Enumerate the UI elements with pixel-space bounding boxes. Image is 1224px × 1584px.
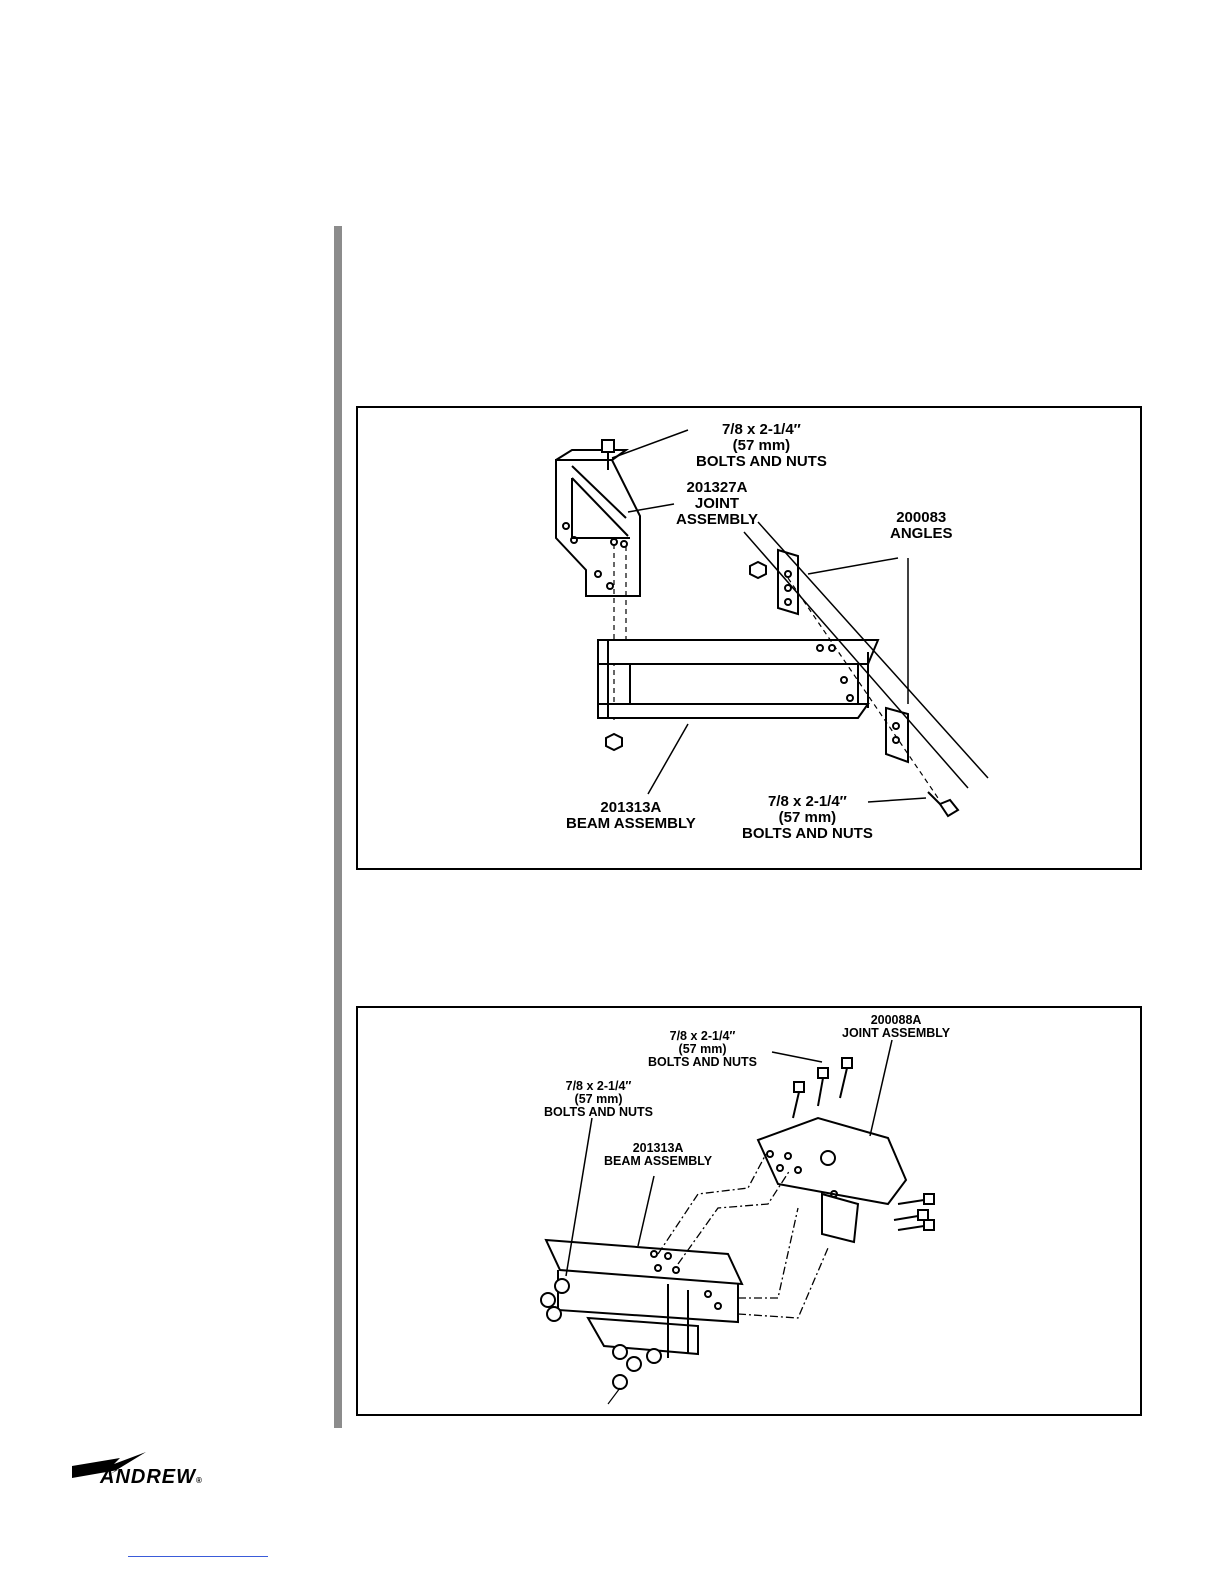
label-joint-assembly: 201327A JOINT ASSEMBLY <box>676 480 758 527</box>
label-line: 7/8 x 2-1/4″ <box>696 422 827 438</box>
label-line: 201327A <box>676 480 758 496</box>
label-line: 200083 <box>890 510 953 526</box>
label-line: BOLTS AND NUTS <box>648 1056 757 1069</box>
bolt-icon <box>793 1058 852 1118</box>
figure-joint-to-beam-assembly: 7/8 x 2-1/4″ (57 mm) BOLTS AND NUTS 2013… <box>356 406 1142 870</box>
label-beam-assembly: 201313A BEAM ASSEMBLY <box>566 800 696 832</box>
label-line: 7/8 x 2-1/4″ <box>742 794 873 810</box>
label-line: BOLTS AND NUTS <box>742 826 873 842</box>
beam-assembly-part <box>546 1240 742 1358</box>
label-line: JOINT <box>676 496 758 512</box>
label-bolts-left: 7/8 x 2-1/4″ (57 mm) BOLTS AND NUTS <box>544 1080 653 1119</box>
figure-beam-to-joint-plate-assembly: 200088A JOINT ASSEMBLY 7/8 x 2-1/4″ (57 … <box>356 1006 1142 1416</box>
nut-icon <box>750 562 766 578</box>
label-line: BEAM ASSEMBLY <box>604 1155 712 1168</box>
label-beam-assembly: 201313A BEAM ASSEMBLY <box>604 1142 712 1168</box>
footer-rule <box>128 1556 268 1557</box>
label-line: BEAM ASSEMBLY <box>566 816 696 832</box>
label-line: ASSEMBLY <box>676 512 758 528</box>
nut-icon <box>606 734 622 750</box>
label-line: (57 mm) <box>742 810 873 826</box>
label-bolts-bottom: 7/8 x 2-1/4″ (57 mm) BOLTS AND NUTS <box>742 794 873 841</box>
label-line: BOLTS AND NUTS <box>696 454 827 470</box>
label-joint-assembly: 200088A JOINT ASSEMBLY <box>842 1014 950 1040</box>
joint-plate-part <box>758 1118 906 1242</box>
label-line: (57 mm) <box>696 438 827 454</box>
beam-assembly-part <box>598 640 878 718</box>
label-line: BOLTS AND NUTS <box>544 1106 653 1119</box>
registered-mark: ® <box>196 1476 203 1485</box>
bolt-icon <box>894 1194 934 1230</box>
label-bolts-right: 7/8 x 2-1/4″ (57 mm) BOLTS AND NUTS <box>648 1030 757 1069</box>
figure2-drawing <box>358 1008 1144 1418</box>
label-line: JOINT ASSEMBLY <box>842 1027 950 1040</box>
label-line: 201313A <box>566 800 696 816</box>
joint-assembly-part <box>556 450 640 596</box>
label-angles: 200083 ANGLES <box>890 510 953 542</box>
andrew-logo-text: ANDREW® <box>100 1466 203 1489</box>
label-bolts-top: 7/8 x 2-1/4″ (57 mm) BOLTS AND NUTS <box>696 422 827 469</box>
logo-wordmark: ANDREW <box>100 1466 196 1488</box>
bolt-icon <box>928 792 958 816</box>
revision-change-bar <box>334 226 342 1428</box>
label-line: ANGLES <box>890 526 953 542</box>
